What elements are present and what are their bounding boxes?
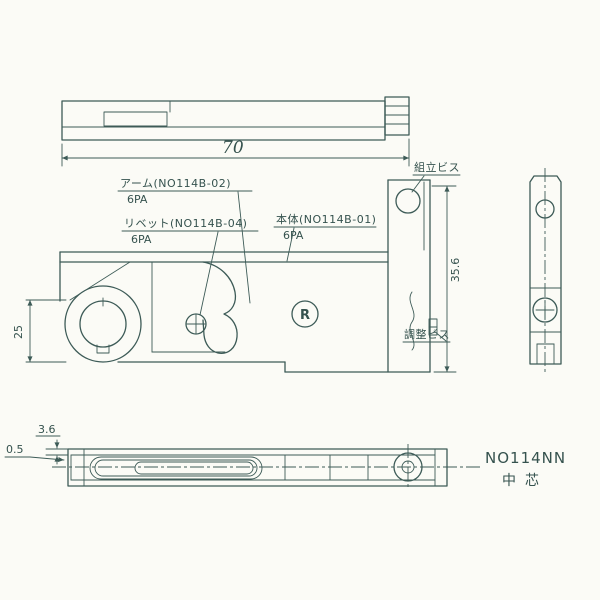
roller-keyway: [96, 344, 110, 354]
body-label: 本体(NO114B-01): [276, 212, 376, 226]
assembly-screw-label: 組立ビス: [414, 160, 460, 174]
callout-rivet: リベット(NO114B-04) 6PA: [121, 217, 259, 316]
rivet-circle: [185, 313, 207, 335]
dimension-plate-thickness: 3.6: [35, 423, 69, 465]
leader-line: [433, 330, 447, 342]
slot-middle: [94, 459, 258, 477]
leader-line: [411, 175, 425, 193]
top-view-end-cap: [384, 96, 410, 136]
title-block: NO114NN 中芯: [485, 449, 566, 489]
screw-head-circle: [532, 297, 558, 323]
adjustment-screw-label: 調整ビス: [404, 327, 450, 341]
leader-line: [286, 227, 295, 262]
r-mark-letter: R: [300, 308, 310, 323]
rivet-material: 6PA: [131, 233, 152, 246]
slot-outer: [89, 456, 263, 480]
dimension-text-0-5: 0.5: [6, 443, 24, 456]
callout-arm: アーム(NO114B-02) 6PA: [117, 177, 253, 304]
roller-outer-circle: [64, 285, 142, 363]
assembly-screw-head: [395, 188, 421, 214]
side-view: [529, 168, 562, 372]
spring-squiggle: [409, 291, 415, 351]
r-mark-circle: [291, 300, 319, 328]
callout-body: 本体(NO114B-01) 6PA: [273, 212, 377, 262]
top-view-inner-detail: [103, 111, 168, 127]
dimension-text-35-6: 35.6: [449, 258, 462, 283]
side-view-outline: [529, 175, 562, 365]
part-number: NO114NN: [485, 449, 566, 467]
dimension-text-70: 70: [222, 138, 244, 158]
arm-label: アーム(NO114B-02): [120, 177, 231, 190]
callout-adjustment-screw: 調整ビス: [402, 327, 451, 343]
top-view: [61, 96, 410, 141]
rivet-label: リベット(NO114B-04): [124, 217, 247, 230]
bottom-view-outline: [67, 448, 448, 487]
top-view-outline: [61, 100, 386, 141]
dimension-text-25: 25: [12, 325, 25, 339]
arm-material: 6PA: [127, 193, 148, 206]
body-material: 6PA: [283, 229, 304, 242]
dimension-edge-offset: 0.5: [4, 443, 65, 463]
dimension-right-height: 35.6: [431, 185, 462, 373]
dimension-overall-width: 70: [61, 138, 410, 167]
dimension-left-height: 25: [12, 299, 67, 363]
bottom-view: [52, 444, 480, 490]
front-view: R: [59, 179, 438, 373]
leader-line: [237, 191, 251, 304]
slot-inner: [134, 461, 254, 475]
leader-line: [199, 231, 219, 316]
latch-hook: [202, 261, 238, 354]
part-name: 中芯: [502, 473, 548, 489]
roller-bore-circle: [79, 300, 127, 348]
callout-assembly-screw: 組立ビス: [411, 160, 461, 193]
leader-line: [29, 456, 65, 463]
dimension-text-3-6: 3.6: [38, 423, 56, 436]
